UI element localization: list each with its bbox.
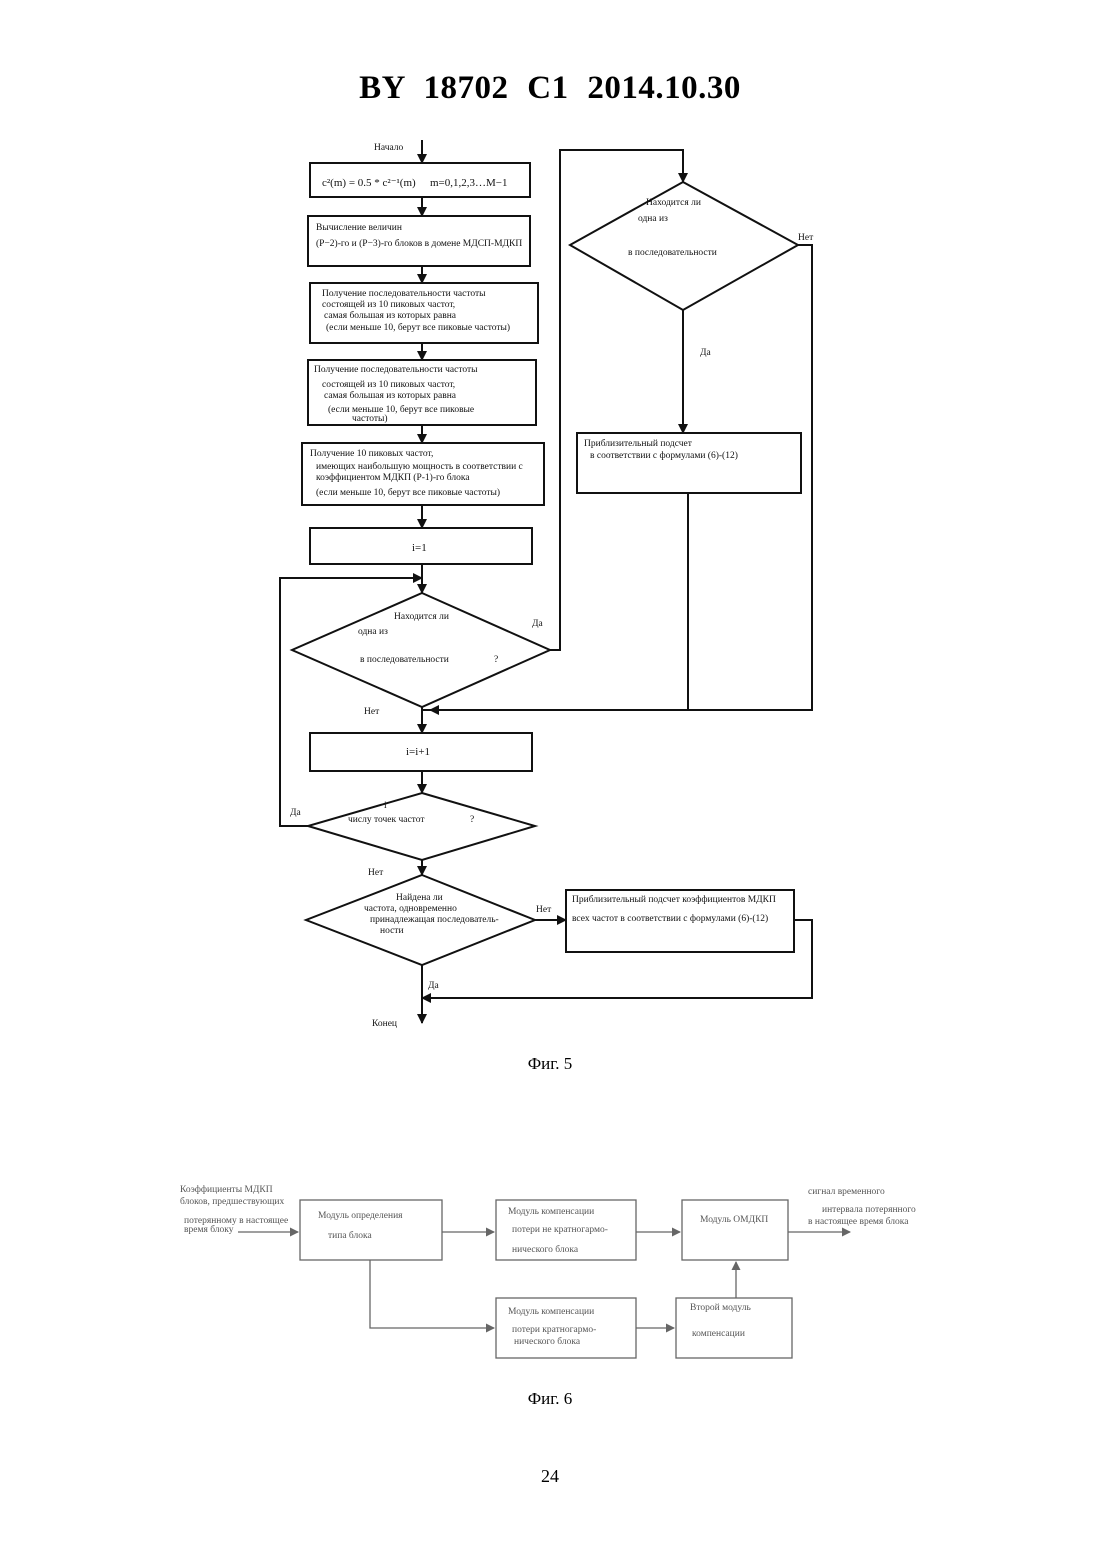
decr-line-3: в последовательности [628,248,717,258]
comp-bottom-line-1: Модуль компенсации [508,1307,594,1317]
seq1-line-3: самая большая из которых равна [324,310,457,321]
seq2-line-2: состоящей из 10 пиковых частот, [322,379,455,390]
dec1-line-4: ? [494,655,498,665]
peaks-line-3: коэффициентом МДКП (P-1)-го блока [316,472,470,483]
comp-top-line-2: потери не кратногармо- [512,1225,608,1235]
comp-top-line-3: нического блока [512,1244,579,1255]
peaks-line-4: (если меньше 10, берут все пиковые часто… [316,487,500,498]
block-type-line-1: Модуль определения [318,1211,403,1221]
peaks-line-1: Получение 10 пиковых частот, [310,449,433,459]
input-line-2: блоков, предшествующих [180,1196,285,1207]
seq2-line-5: частоты) [352,413,388,424]
comp-bottom-line-2: потери кратногармо- [512,1325,596,1335]
seq1-line-1: Получение последовательности частоты [322,289,486,299]
seq2-line-1: Получение последовательности частоты [314,365,478,375]
i-inc-label: i=i+1 [406,746,430,758]
fig5-caption: Фиг. 5 [450,1054,650,1074]
dec1-line-2: одна из [358,627,388,637]
comp-bottom-line-3: нического блока [514,1336,581,1347]
input-line-1: Коэффициенты МДКП [180,1184,273,1195]
init-range: m=0,1,2,3…M−1 [430,177,508,189]
approx1-line-1: Приблизительный подсчет [584,438,693,449]
decr-no: Нет [798,233,814,243]
calc-line-2: (P−2)-го и (P−3)-го блоков в домене МДСП… [316,238,522,249]
decision-2 [308,793,535,860]
page-number: 24 [450,1466,650,1487]
second-line-1: Второй модуль [690,1302,751,1313]
comp-top-line-1: Модуль компенсации [508,1207,594,1217]
output-line-2: интервала потерянного [822,1205,916,1215]
dec2-line-2: числу точек частот [348,815,425,825]
input-line-4: время блоку [184,1224,234,1235]
dec3-line-4: ности [380,926,404,936]
dec3-no: Нет [536,905,552,915]
dec1-line-1: Находится ли [394,612,449,622]
dec1-line-3: в последовательности [360,655,449,665]
dec3-yes: Да [428,981,439,991]
omdkp-label: Модуль ОМДКП [700,1215,768,1225]
second-line-2: компенсации [692,1329,745,1339]
block-type-box [300,1200,442,1260]
dec2-line-3: ? [470,815,474,825]
block-type-line-2: типа блока [328,1230,372,1241]
seq2-line-3: самая большая из которых равна [324,390,457,401]
i-init-label: i=1 [412,542,427,554]
seq2-line-4: (если меньше 10, берут все пиковые [328,404,474,415]
approx2-line-2: всех частот в соответствии с формулами (… [572,913,768,924]
approx2-line-1: Приблизительный подсчет коэффициентов МД… [572,894,776,905]
decr-yes: Да [700,348,711,358]
init-formula: c²(m) = 0.5 * c²⁻¹(m) [322,177,416,189]
calc-line-1: Вычисление величин [316,223,402,233]
dec2-line-1: i [384,801,387,811]
dec2-yes: Да [290,808,301,818]
dec3-line-1: Найдена ли [396,892,443,903]
decision-1 [292,593,550,707]
output-line-3: в настоящее время блока [808,1216,909,1227]
dec2-no: Нет [368,868,384,878]
decr-line-2: одна из [638,214,668,224]
start-label: Начало [374,143,404,153]
dec1-yes: Да [532,619,543,629]
seq1-line-4: (если меньше 10, берут все пиковые часто… [326,322,510,333]
dec3-line-2: частота, одновременно [364,904,457,914]
omdkp-box [682,1200,788,1260]
decr-line-1: Находится ли [646,198,701,208]
seq1-line-2: состоящей из 10 пиковых частот, [322,299,455,310]
end-label: Конец [372,1019,397,1029]
dec1-no: Нет [364,707,380,717]
dec3-line-3: принадлежащая последователь- [370,915,499,925]
output-line-1: сигнал временного [808,1187,885,1197]
peaks-line-2: имеющих наибольшую мощность в соответств… [316,461,523,472]
approx1-line-2: в соответствии с формулами (6)-(12) [590,450,738,461]
fig6-caption: Фиг. 6 [450,1389,650,1409]
